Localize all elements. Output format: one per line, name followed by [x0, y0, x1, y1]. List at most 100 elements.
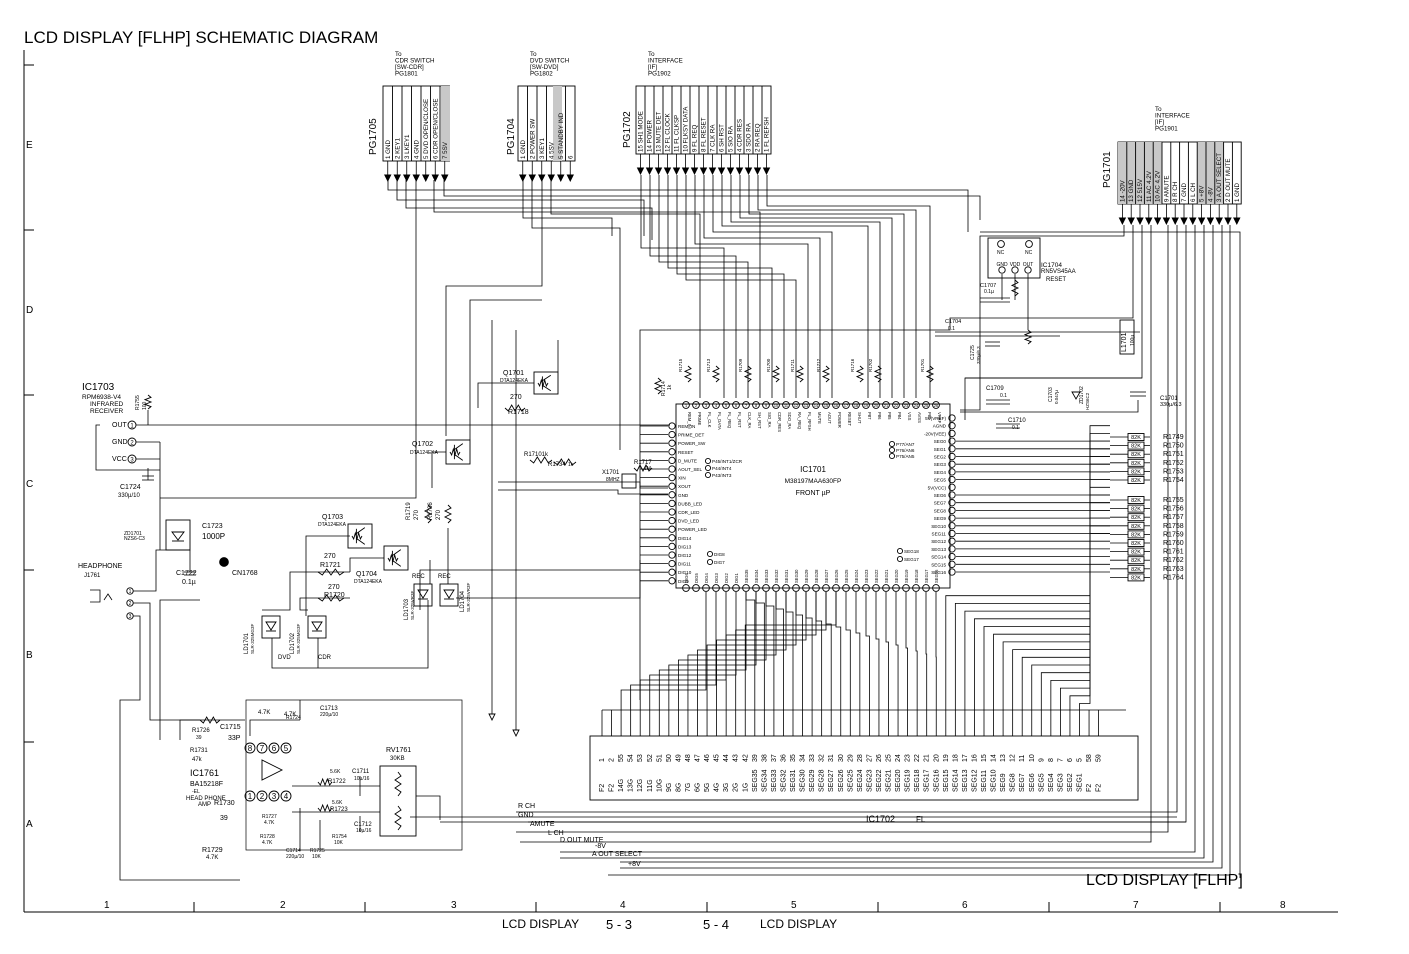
ic1702-pin-number: 16	[971, 754, 978, 762]
resistor-icon	[394, 771, 402, 797]
pin-circle	[668, 491, 676, 499]
pin-circle	[802, 584, 810, 592]
pin-circle	[1024, 266, 1032, 274]
pin-circle	[842, 584, 850, 592]
ic1704-nc-1: NC	[1025, 250, 1033, 256]
r1736-value: 270	[436, 509, 442, 520]
wire	[271, 600, 429, 669]
ic1701-top-label: SH_RST	[757, 412, 762, 429]
l1701-ref: L1701	[1121, 332, 1128, 352]
ic1702-pin-name: 8G	[675, 783, 682, 792]
wire	[649, 175, 737, 398]
ic1701-top-label: AVSS	[917, 412, 922, 423]
r1729-value: 4.7K	[206, 855, 218, 861]
pin-circle	[948, 483, 956, 491]
ic1702-pin-name: SEG11	[981, 770, 988, 792]
r1731-value: 47k	[192, 757, 203, 763]
resistor-icon	[317, 568, 345, 576]
wire	[1002, 471, 1110, 736]
pin-number: 1	[129, 589, 132, 595]
bus-label-3: L CH	[548, 830, 564, 837]
q1703-ref: Q1703	[322, 514, 343, 521]
ic1702-pin-name: SEG25	[847, 769, 854, 792]
resistor-icon	[925, 365, 935, 383]
pg1705-pin-5: 5 DVD OPEN/CLOSE	[423, 99, 430, 159]
ld1701-label: DVD	[278, 655, 291, 661]
r1736-ref: R1736	[428, 502, 434, 520]
pin-circle	[948, 506, 956, 515]
resistor-array-cell	[1127, 441, 1145, 450]
wire	[703, 175, 821, 398]
arrow-icon	[1206, 217, 1215, 226]
pg1702-to-0: To	[648, 51, 655, 58]
ic1702-pin-name: SEG12	[971, 769, 978, 792]
ic1701-top-label: VSS	[907, 412, 912, 421]
ic1702-pin-number: 15	[981, 754, 988, 762]
pg1704-shade	[553, 86, 562, 161]
ic1701-pin-seg5: SEG5	[934, 478, 947, 483]
pin-circle	[812, 401, 820, 409]
pin-circle	[832, 401, 840, 409]
ic1702-pin-name: F2	[1096, 784, 1103, 792]
wire	[560, 225, 1205, 859]
grid-row-a: A	[26, 819, 33, 830]
ic1702-ref: IC1702	[866, 814, 895, 824]
pg1702-pin-7: 7 CLK RA	[710, 124, 717, 152]
ic1701-pin-seg3: SEG3	[934, 462, 947, 467]
ic1701-pin-seg14: SEG14	[931, 555, 946, 560]
resistor-array-ref-r1764: R1764	[1163, 574, 1184, 581]
resistor-icon	[855, 365, 865, 383]
footer-left-label: LCD DISPLAY	[502, 917, 580, 931]
pin-circle	[998, 266, 1006, 274]
q1704-body	[383, 545, 409, 571]
ic1701-bottom-label: SEG18	[914, 569, 919, 583]
wire	[687, 592, 777, 736]
ld1701-body	[261, 615, 281, 639]
led-icon	[443, 589, 455, 599]
wire	[835, 592, 842, 736]
pg1705-pin-6: 6 CDR OPEN/CLOSE	[432, 98, 439, 159]
footer-right-label: LCD DISPLAY	[760, 917, 838, 931]
ic1702-pin-name: SEG13	[962, 769, 969, 792]
pin-circle	[752, 584, 760, 592]
ic1704-pin-out: OUT	[1023, 262, 1034, 268]
resistor-icon	[199, 716, 221, 724]
pin-circle	[782, 584, 790, 592]
pin-circle	[882, 401, 890, 409]
r1710-ref: R17101k	[524, 452, 549, 458]
c1707-ref: C1707	[980, 283, 996, 289]
arrow-icon	[412, 174, 420, 183]
ic1702-pin-name: 14G	[618, 779, 625, 792]
ic1701-bottom-label: DIG6	[684, 573, 689, 583]
ld1702-ref: LD1702	[290, 632, 296, 654]
ic1701-bottom-label: DIG2	[724, 573, 729, 583]
pin-circle	[280, 790, 292, 802]
pin-number: 9	[765, 404, 767, 408]
pin-circle	[268, 790, 280, 802]
ld1704-body	[439, 583, 459, 607]
c1703-ref: C1703	[1048, 387, 1054, 402]
ic1701-bottom-label: DIG4	[704, 573, 709, 583]
grid-col-8: 8	[1280, 900, 1286, 911]
ic1702-pin-number: 43	[733, 754, 740, 762]
ic1702-pin-name: SEG31	[790, 769, 797, 792]
r1714-value: 1k	[667, 384, 673, 390]
wire	[730, 175, 881, 398]
resistor-array-value: 82K	[1131, 452, 1141, 458]
cn1768-ref: CN1768	[232, 570, 258, 577]
amp-border	[245, 699, 463, 851]
ic1761-pin-5: 5	[284, 744, 289, 753]
pin-circle	[244, 790, 256, 802]
wire	[443, 180, 981, 220]
pin-circle	[668, 422, 676, 430]
pin-circle	[668, 465, 676, 473]
grid-col-1: 1	[104, 900, 110, 911]
pin-number: 11	[784, 404, 788, 408]
ic1701-pin-xin: XIN	[678, 476, 686, 481]
ic1701-inner-5: P75/AN5	[896, 454, 915, 459]
ic1701-desc: FRONT µP	[796, 490, 831, 497]
ic1702-pin-name: SEG7	[1019, 773, 1026, 792]
resistor-array-ref-r1757: R1757	[1163, 514, 1184, 521]
pin-circle	[948, 552, 956, 561]
